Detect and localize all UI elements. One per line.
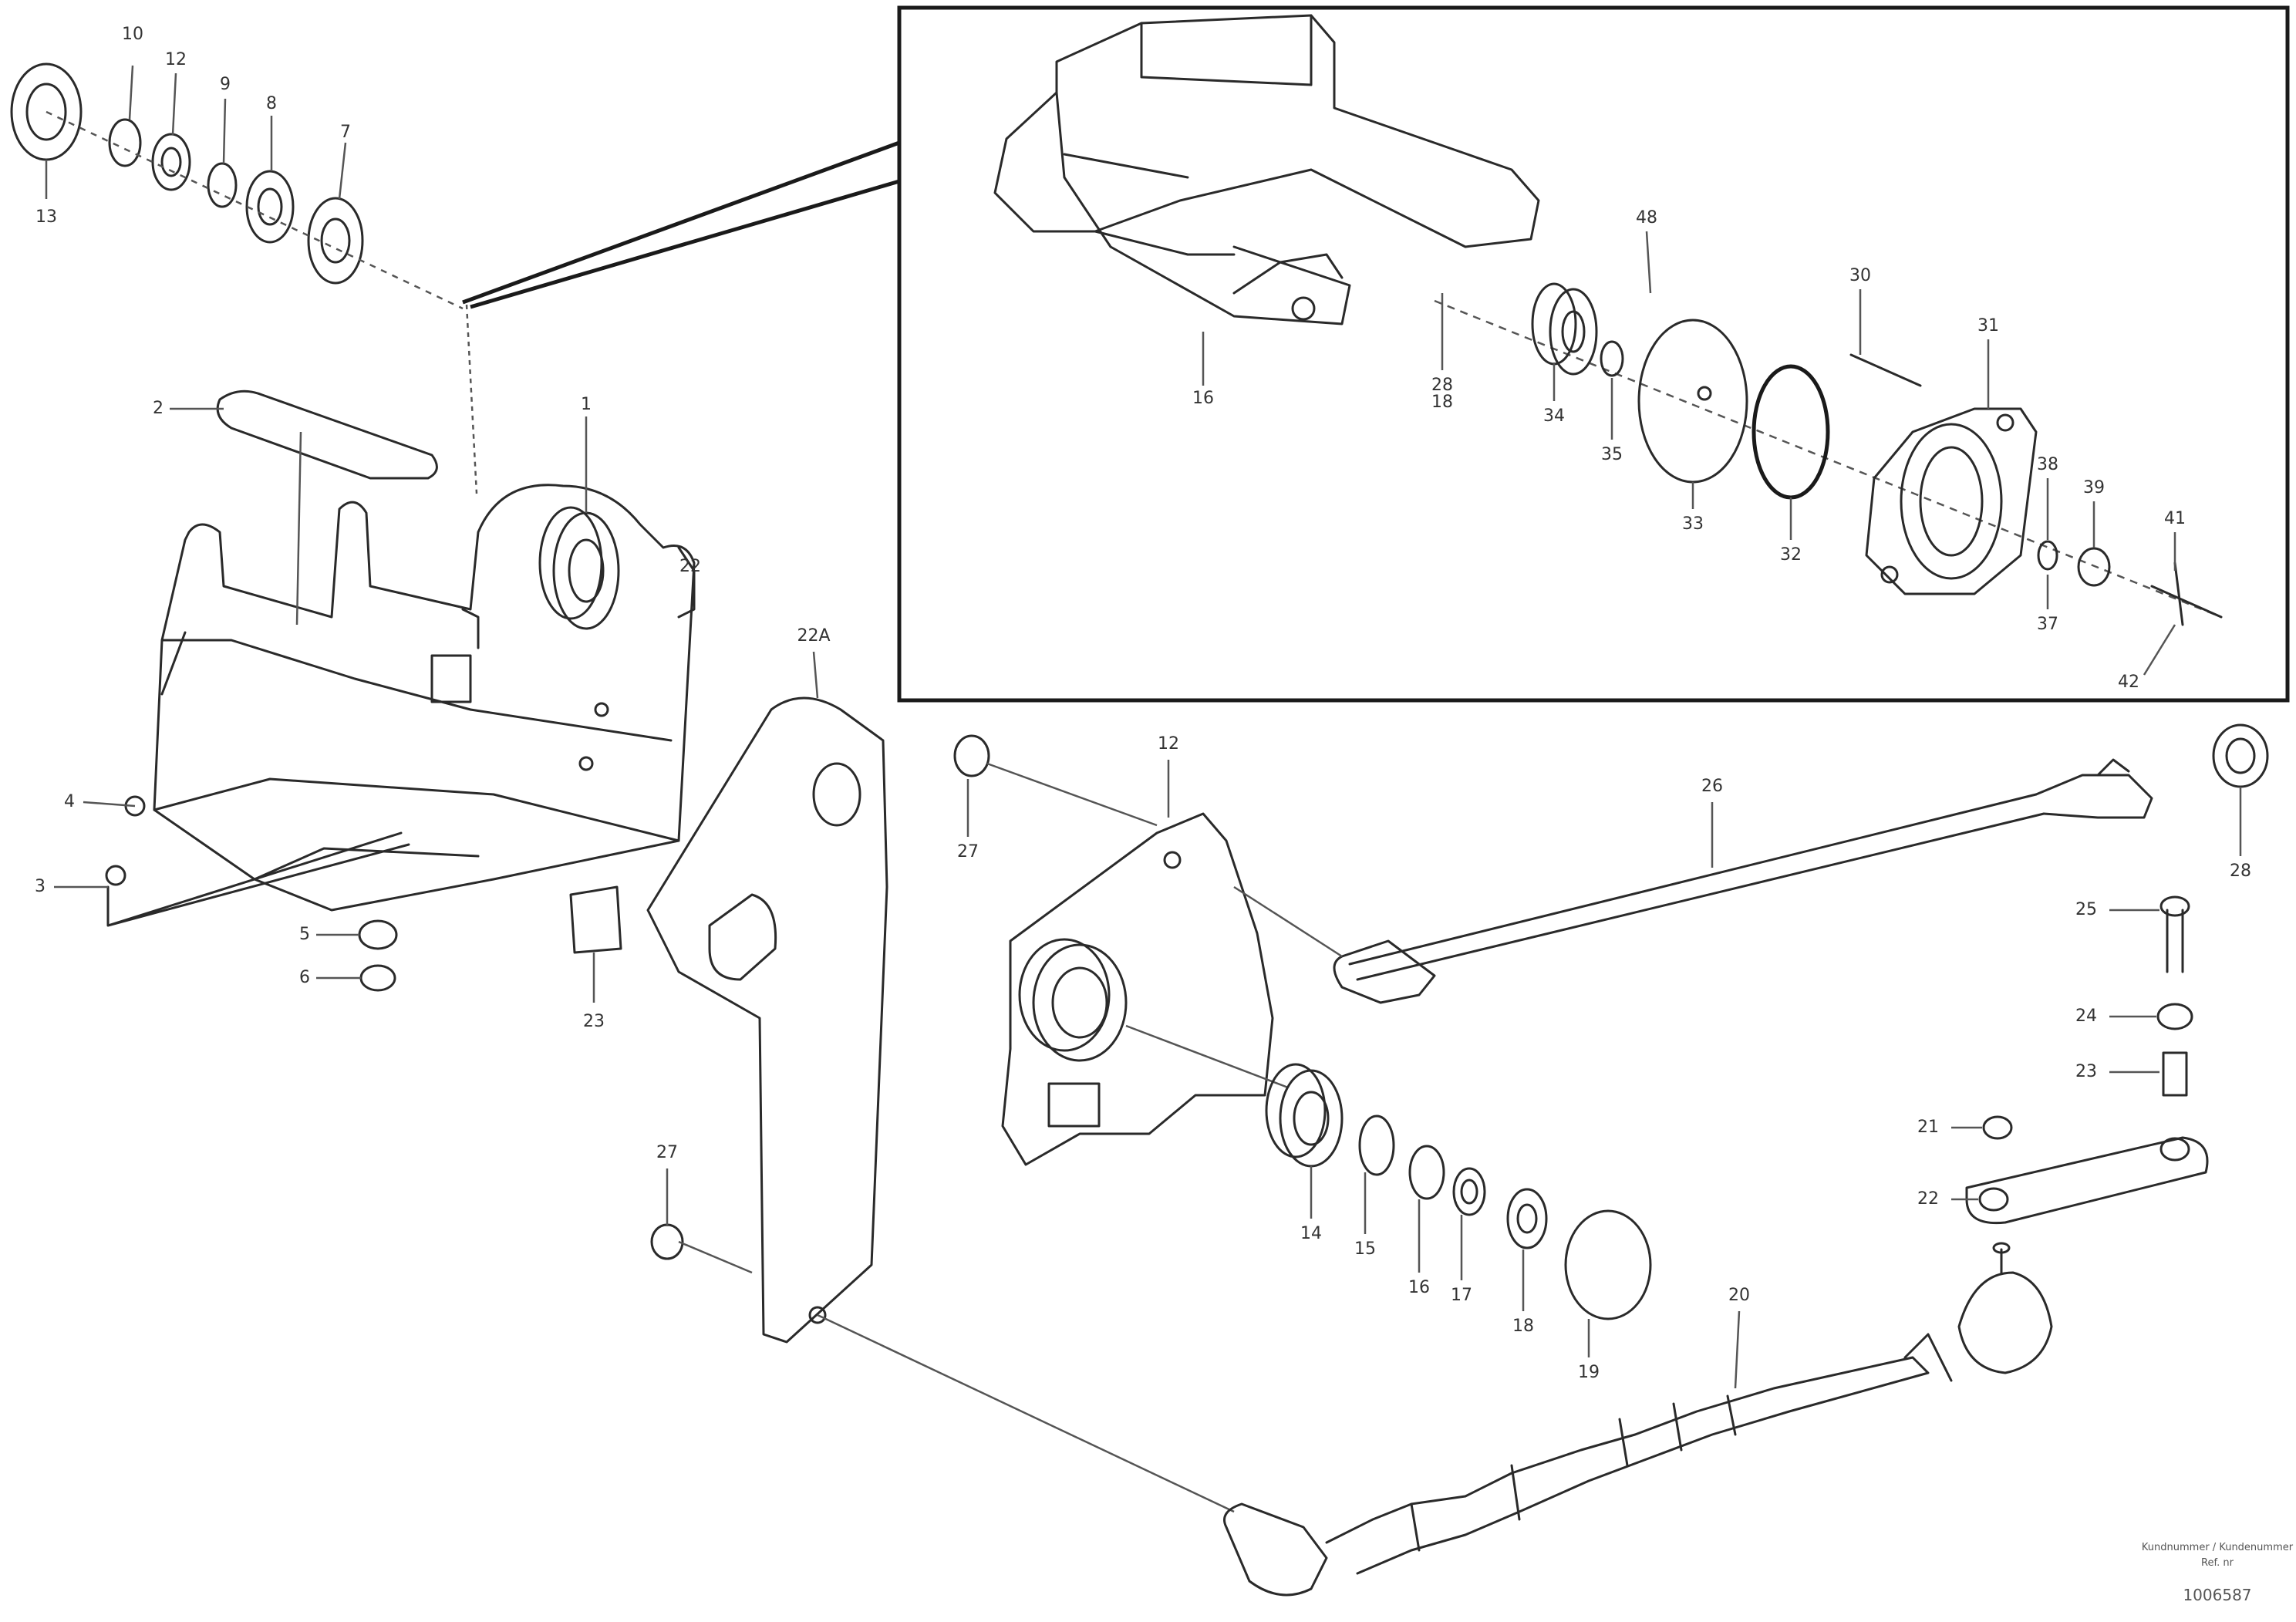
callout-right-17: 17 [1451,1286,1472,1305]
inset-bearing [1531,282,1598,376]
callout-inset-30: 30 [1849,266,1871,285]
callout-lever-27: 27 [656,1143,678,1162]
callout-inset-18: 18 [1431,393,1453,412]
callout-right-19: 19 [1578,1363,1600,1382]
callout-right-21: 21 [1917,1118,1939,1137]
callout-right-20: 20 [1728,1286,1750,1305]
inset-panel: 16 28 34 35 33 32 48 30 31 38 39 41 37 4… [462,5,2290,703]
callout-tl-12: 12 [165,50,187,69]
right-assembly: 27 12 26 28 14 15 16 17 18 19 20 25 24 2… [953,723,2269,1597]
callout-inset-37: 37 [2037,615,2058,634]
callout-main-22: 22 [679,557,701,576]
callout-inset-33: 33 [1682,514,1704,534]
callout-inset-28: 28 [1431,376,1453,395]
inset-housing [1865,407,2038,595]
callout-right-26: 26 [1701,777,1723,796]
callout-right-15: 15 [1354,1239,1376,1259]
top-left-parts: 13 10 12 9 8 7 [10,25,464,310]
callout-tl-9: 9 [220,75,231,94]
inset-washer [1600,340,1624,377]
callout-tl-13: 13 [35,207,57,227]
callout-inset-16: 16 [1192,389,1214,408]
inset-oring [1752,364,1830,500]
callout-main-1: 1 [581,395,592,414]
callout-main-5: 5 [299,925,310,944]
main-bracket: 2 1 4 3 5 6 23 22 [35,389,701,1031]
callout-right-16: 16 [1408,1278,1430,1297]
inset-bracket [993,14,1540,325]
callout-inset-35: 35 [1601,445,1623,464]
callout-inset-39: 39 [2083,478,2105,497]
callout-main-2: 2 [153,399,164,418]
inset-plate [1637,319,1748,484]
inset-pin [2037,540,2058,571]
callout-lever-22a: 22A [797,626,830,646]
callout-right-14: 14 [1300,1224,1322,1243]
callout-inset-48: 48 [1636,208,1657,228]
callout-right-25: 25 [2075,900,2097,919]
callout-right-23: 23 [2075,1062,2097,1081]
callout-main-23: 23 [583,1012,605,1031]
inset-nut [2077,547,2111,587]
callout-tl-7: 7 [340,123,351,142]
inset-pointer-bottom [470,179,900,309]
callout-right-12: 12 [1158,734,1179,754]
stamp-line-2: Ref. nr [2201,1557,2234,1569]
inset-pointer-dashed [465,304,478,494]
callout-right-22: 22 [1917,1189,1939,1209]
callout-inset-34: 34 [1543,406,1565,426]
callout-inset-31: 31 [1977,316,1999,336]
callout-main-6: 6 [299,968,310,987]
callout-right-27: 27 [957,842,979,862]
gasket [216,389,438,480]
callout-inset-41: 41 [2164,509,2186,528]
callout-inset-42: 42 [2118,673,2139,692]
inset-frame [897,5,2290,703]
stamp-line-1: Kundnummer / Kundenummer [2142,1542,2294,1553]
inset-pointer-top [462,140,900,305]
callout-right-28: 28 [2230,862,2251,881]
inset-axis [1434,299,2222,619]
lever-22a: 22A 27 [646,626,1235,1513]
inset-cotter [2150,561,2223,626]
stamp-line-3: 1006587 [2183,1586,2251,1604]
callout-inset-38: 38 [2037,455,2058,474]
callout-tl-8: 8 [266,94,277,113]
callout-right-24: 24 [2075,1007,2097,1026]
callout-main-4: 4 [64,792,75,811]
callout-main-3: 3 [35,877,46,896]
callout-right-18: 18 [1512,1317,1534,1336]
callout-inset-32: 32 [1780,545,1802,565]
inset-bolt [1849,353,1922,387]
callout-tl-10: 10 [122,25,143,44]
reference-stamp: Kundnummer / Kundenummer Ref. nr 1006587 [2142,1542,2294,1604]
